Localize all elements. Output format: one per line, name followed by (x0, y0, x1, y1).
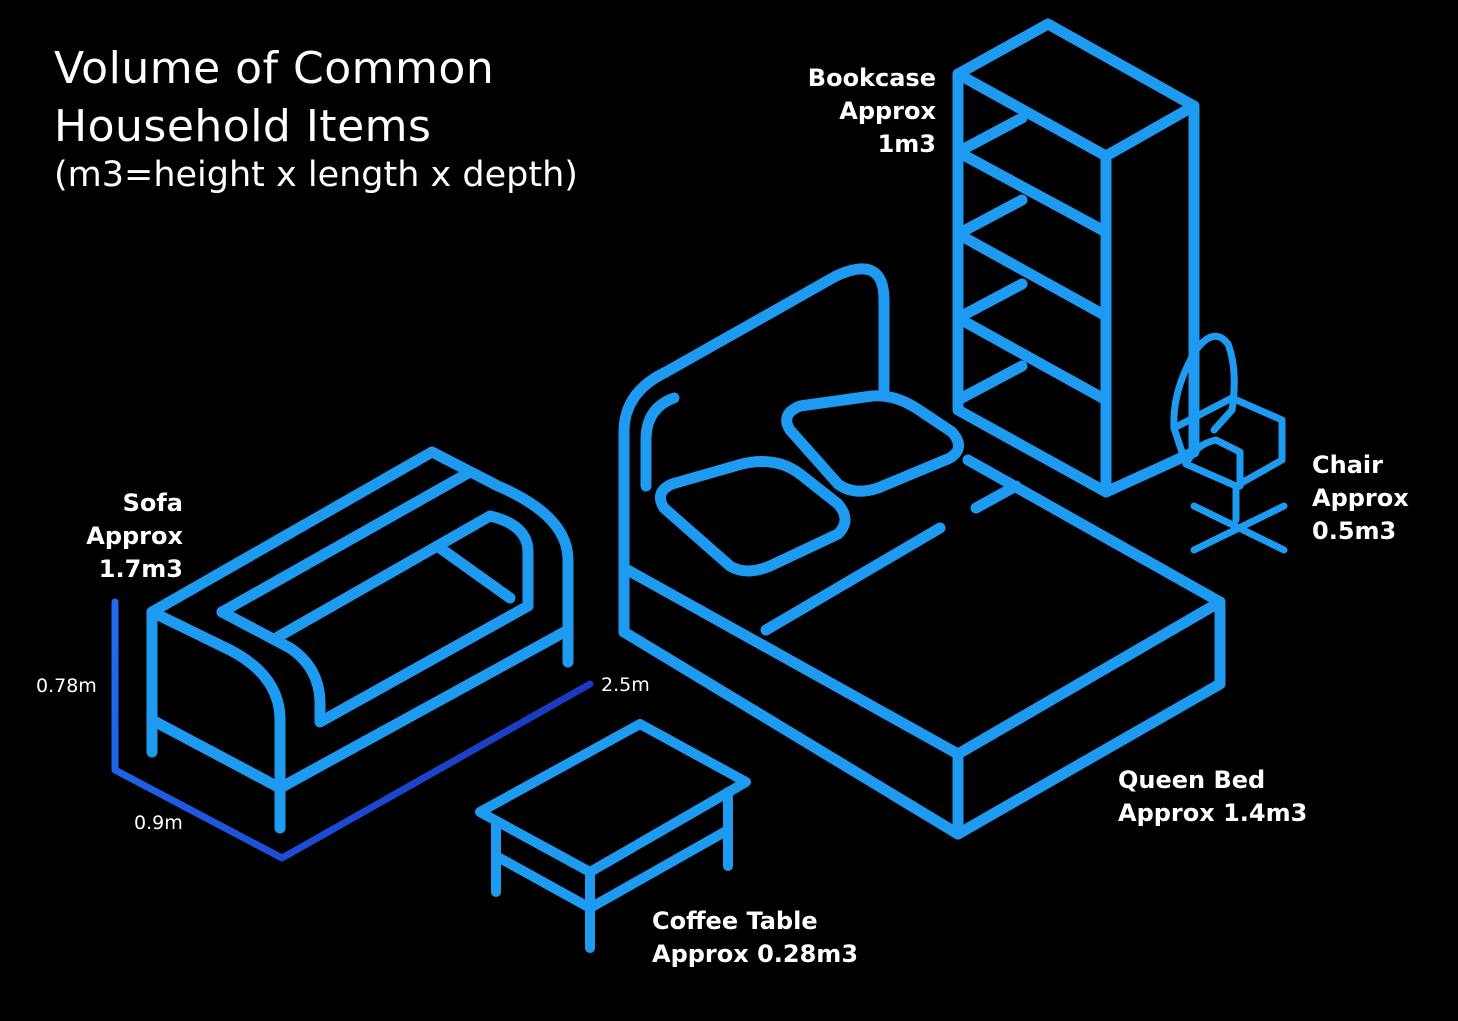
queen-bed-volume: Approx 1.4m3 (1118, 799, 1308, 827)
height-dimension-label: 0.78m (36, 675, 97, 697)
dimension-lines (111, 598, 594, 862)
bookcase-volume: 1m3 (877, 130, 936, 158)
chair-name: Chair (1312, 451, 1383, 479)
queen-bed-label: Queen Bed Approx 1.4m3 (1118, 764, 1307, 830)
queen-bed-name: Queen Bed (1118, 766, 1266, 794)
bookcase-label: Bookcase Approx 1m3 (808, 62, 936, 161)
sofa-illustration (146, 446, 574, 834)
coffee-table-name: Coffee Table (652, 907, 818, 935)
coffee-table-label: Coffee Table Approx 0.28m3 (652, 905, 858, 971)
sofa-name: Sofa (122, 489, 183, 517)
diagram-title: Volume of Common Household Items (m3=hei… (54, 40, 578, 198)
length-dimension-label: 2.5m (601, 674, 650, 696)
sofa-volume: 1.7m3 (98, 555, 183, 583)
coffee-table-illustration (475, 719, 751, 953)
depth-dimension-label: 0.9m (134, 812, 183, 834)
chair-illustration (1170, 332, 1288, 554)
coffee-table-volume: Approx 0.28m3 (652, 940, 859, 968)
title-line-2: Household Items (54, 101, 432, 152)
queen-bed-illustration (618, 263, 1226, 840)
sofa-approx: Approx (86, 522, 183, 550)
bookcase-approx: Approx (839, 97, 936, 125)
bookcase-name: Bookcase (807, 64, 936, 92)
bookcase-illustration (952, 18, 1200, 498)
title-formula: (m3=height x length x depth) (54, 155, 578, 195)
chair-label: Chair Approx 0.5m3 (1312, 449, 1409, 548)
chair-approx: Approx (1312, 484, 1409, 512)
sofa-label: Sofa Approx 1.7m3 (86, 487, 183, 586)
title-line-1: Volume of Common (54, 43, 495, 94)
chair-volume: 0.5m3 (1312, 517, 1397, 545)
